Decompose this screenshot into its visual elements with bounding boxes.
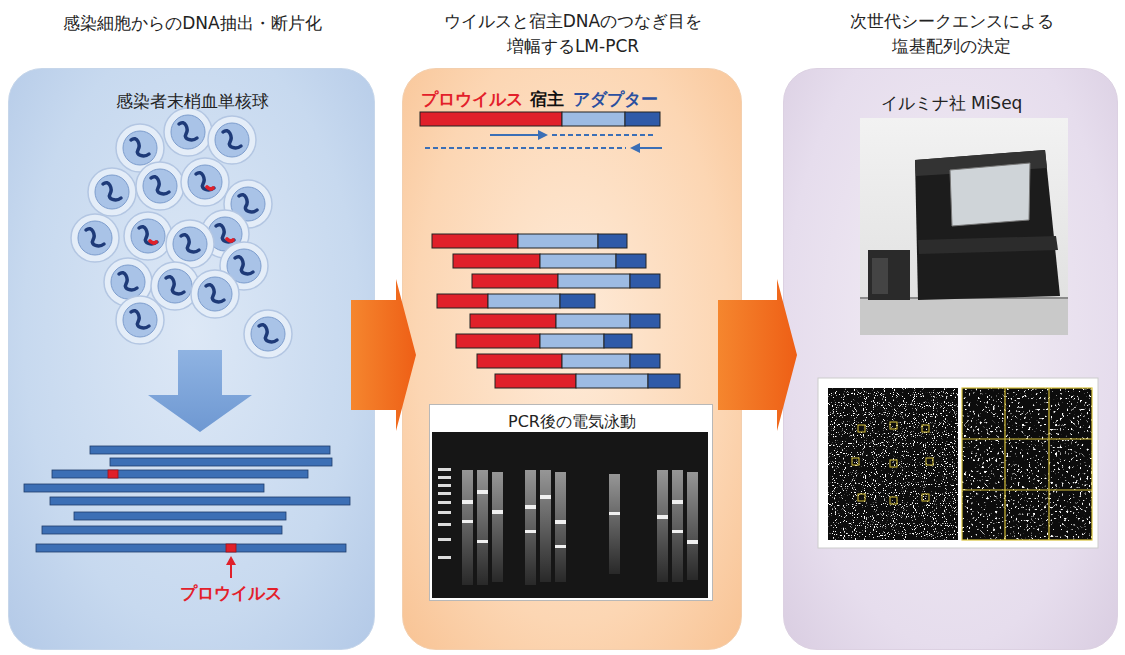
cell-cluster xyxy=(71,108,292,358)
pointer-arrow xyxy=(226,556,236,578)
part-label: プロウイルス xyxy=(171,582,291,604)
panel-heading: 次世代シークエンスによる 塩基配列の決定 xyxy=(822,9,1082,59)
part-label: プロウイルス xyxy=(420,88,524,110)
sequencer-photo xyxy=(860,118,1068,335)
panel-caption: イルミナ社 MiSeq xyxy=(802,91,1102,116)
amplicon-stack xyxy=(432,234,680,388)
panel-heading: 感染細胞からのDNA抽出・断片化 xyxy=(13,11,373,36)
panel-caption: 感染者末梢血単核球 xyxy=(23,89,363,114)
panel-heading: ウイルスと宿主DNAのつなぎ目を 増幅するLM-PCR xyxy=(423,9,723,59)
down-arrow xyxy=(148,350,252,432)
primer-arrows xyxy=(425,130,662,153)
amplicon-scheme xyxy=(420,112,660,126)
flow-arrow xyxy=(351,279,416,431)
image-caption: PCR後の電気泳動 xyxy=(437,409,707,434)
dna-fragments xyxy=(24,446,350,552)
flow-arrow xyxy=(718,279,797,431)
part-label: アダプター xyxy=(570,88,660,110)
part-label: 宿主 xyxy=(528,88,566,110)
gel-photo xyxy=(432,432,708,598)
flowcell-image xyxy=(818,378,1098,548)
